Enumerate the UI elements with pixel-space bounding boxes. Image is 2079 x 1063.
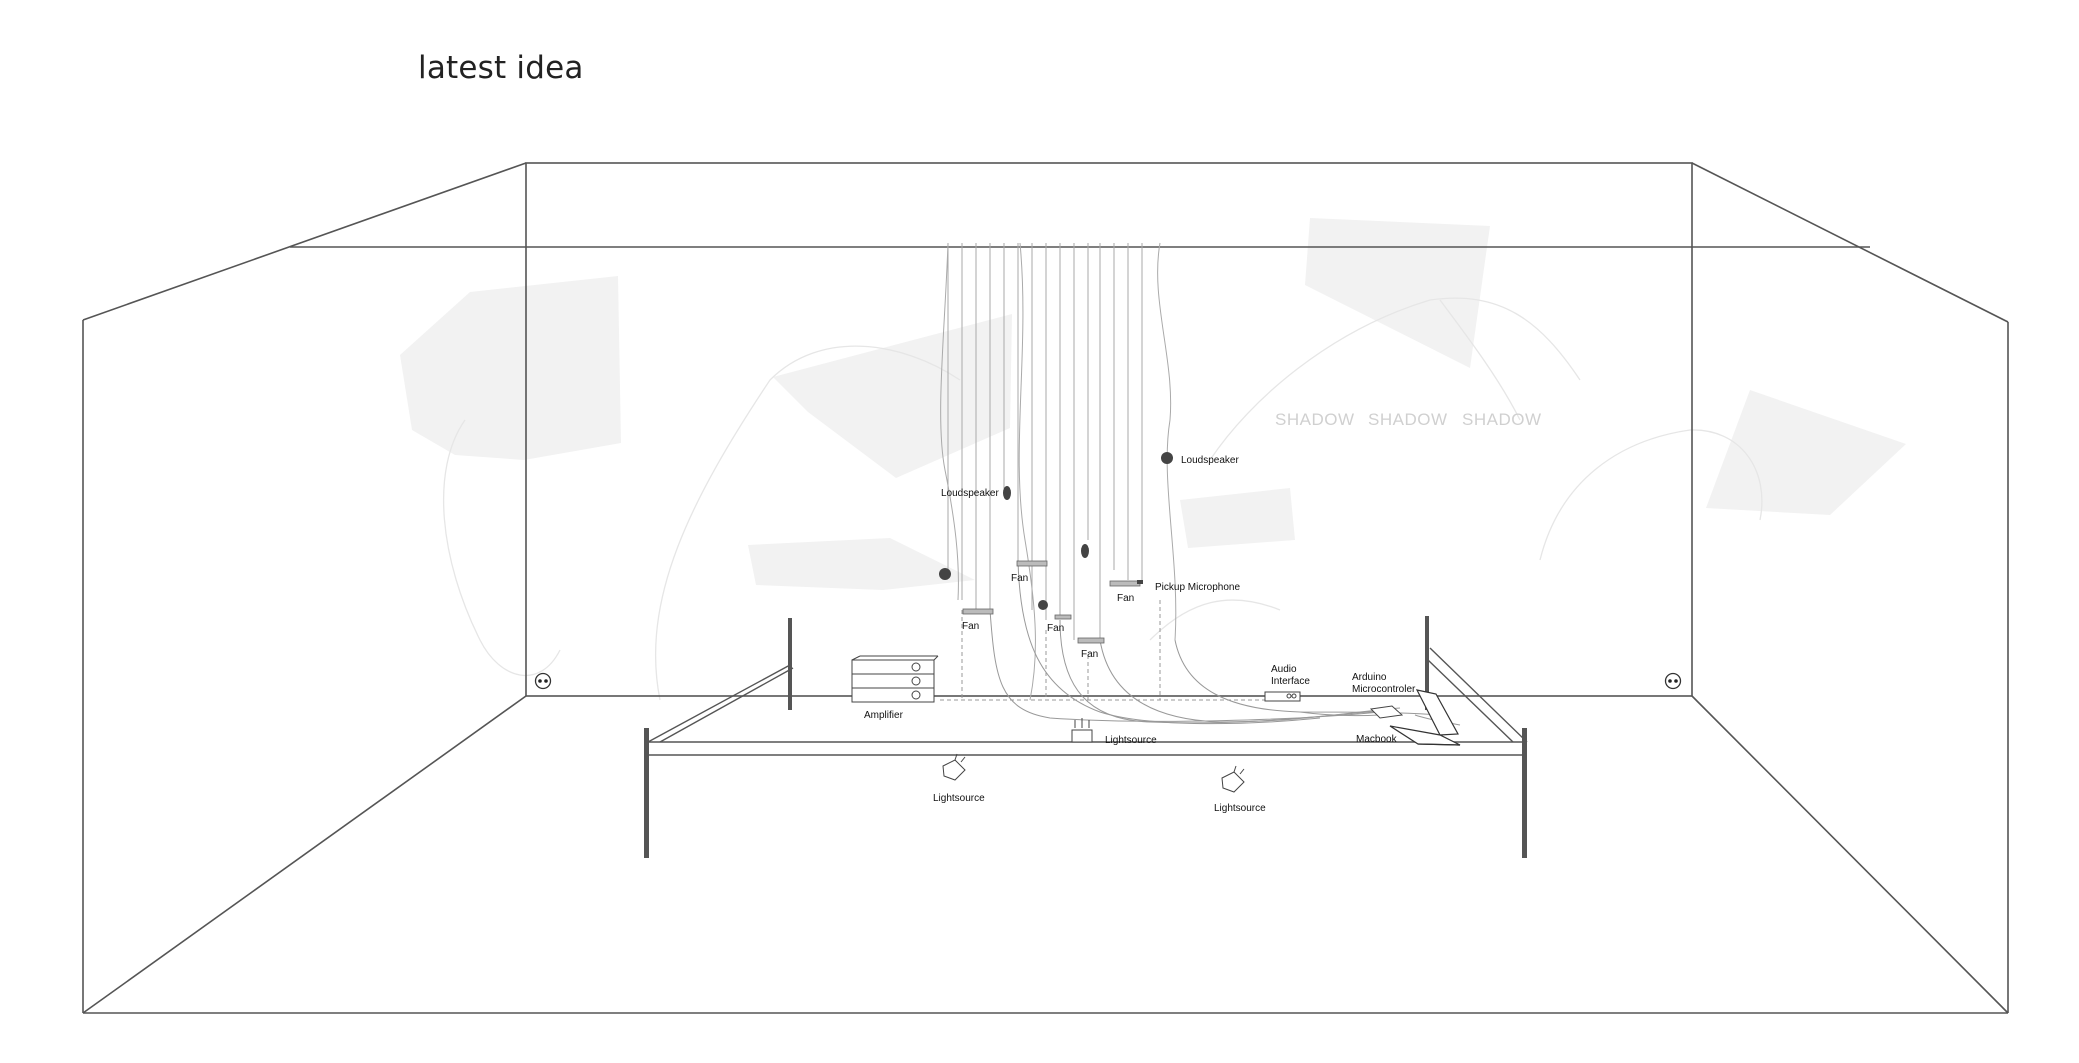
table-post: [1425, 616, 1429, 710]
shadow-shape: [400, 276, 621, 460]
table: [644, 616, 1528, 858]
shadow-label-3: SHADOW: [1462, 410, 1542, 429]
lightsource-right-icon: [1221, 765, 1245, 793]
arduino-label-1: Arduino: [1352, 672, 1387, 683]
loudspeaker-left-unit: [939, 486, 1089, 610]
audio-interface-label-2: Interface: [1271, 676, 1310, 687]
fan-icon: [962, 608, 994, 615]
fan-label-5: Fan: [1117, 593, 1134, 604]
lightsource-table-icon: [1071, 718, 1093, 743]
arduino-icon: [1369, 705, 1404, 719]
fans: [962, 560, 1141, 644]
macbook-icon: [1389, 689, 1461, 746]
page-title: latest idea: [418, 50, 584, 86]
hanging-strings: [940, 242, 1177, 701]
wall-curves: [442, 297, 1763, 701]
table-post: [1522, 728, 1527, 858]
table-post: [644, 728, 649, 858]
macbook-label: Macbook: [1356, 734, 1398, 745]
table-post: [788, 618, 792, 710]
pickup-microphone-label: Pickup Microphone: [1155, 582, 1240, 593]
shadow-shape: [1180, 488, 1295, 548]
lightsource-left-label: Lightsource: [933, 793, 985, 804]
fan-label-2: Fan: [962, 621, 979, 632]
shadow-shapes: [400, 218, 1906, 590]
loudspeaker-label-right: Loudspeaker: [1181, 455, 1239, 466]
wall-socket-right: [1664, 672, 1682, 690]
fan-label-1: Fan: [1011, 573, 1028, 584]
lightsource-left-icon: [942, 753, 966, 781]
pickup-microphone-icon: [1137, 580, 1143, 584]
shadow-shape: [1305, 218, 1490, 368]
wall-socket-left: [534, 672, 552, 690]
lightsource-table-label: Lightsource: [1105, 735, 1157, 746]
lightsource-right-label: Lightsource: [1214, 803, 1266, 814]
fan-icon: [1109, 580, 1141, 587]
dashed-drop-lines: [940, 600, 1285, 701]
amplifier-label: Amplifier: [864, 710, 904, 721]
audio-interface-icon: [1264, 691, 1301, 702]
audio-interface-label-1: Audio: [1271, 664, 1297, 675]
amplifier-icon: [851, 655, 939, 703]
shadow-label-1: SHADOW: [1275, 410, 1355, 429]
back-wall: [525, 162, 1693, 697]
fan-label-4: Fan: [1081, 649, 1098, 660]
shadow-label-2: SHADOW: [1368, 410, 1448, 429]
loudspeaker-right-unit: [1161, 452, 1173, 464]
fan-icon: [1054, 614, 1072, 620]
fan-label-3: Fan: [1047, 623, 1064, 634]
room-outline: [82, 162, 2009, 1014]
shadow-shape: [748, 538, 975, 590]
loudspeaker-label-left: Loudspeaker: [941, 488, 999, 499]
fan-icon: [1016, 560, 1048, 567]
fan-icon: [1077, 637, 1105, 644]
arduino-label-2: Microcontroler: [1352, 684, 1416, 695]
shadow-shape: [773, 314, 1012, 478]
shadow-shape: [1706, 390, 1906, 515]
